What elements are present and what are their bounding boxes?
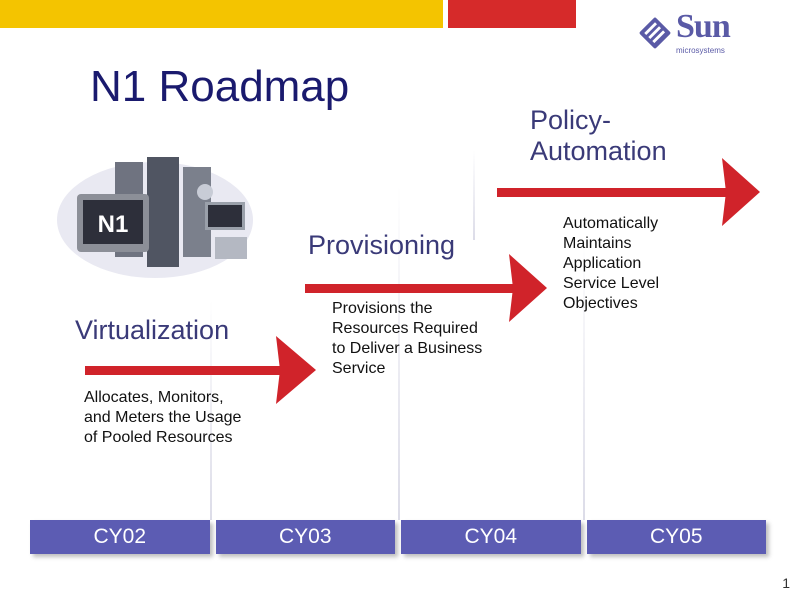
description-line: Allocates, Monitors, (84, 389, 224, 406)
timeline-year-cy03: CY03 (215, 520, 395, 554)
page-title: N1 Roadmap (90, 62, 350, 111)
description-line: of Pooled Resources (84, 429, 233, 446)
sun-logo-subtitle: microsystems (676, 46, 725, 55)
top-accent-bar-red (448, 0, 576, 28)
description-line: Maintains (563, 235, 632, 252)
top-accent-bar-yellow (0, 0, 443, 28)
stage-policy-description: Automatically Maintains Application Serv… (563, 214, 659, 314)
timeline-guide (210, 300, 212, 520)
stage-provisioning-label: Provisioning (308, 230, 456, 260)
description-line: Service Level (563, 275, 660, 292)
description-line: Automatically (563, 215, 659, 232)
arrow-policy-head (722, 158, 760, 226)
arrow-provisioning-head (509, 254, 547, 322)
arrow-policy-shaft (497, 188, 737, 197)
stage-provisioning-description: Provisions the Resources Required to Del… (332, 299, 482, 379)
sun-logo: Sun microsystems (636, 8, 746, 60)
timeline-year-cy02: CY02 (30, 520, 210, 554)
description-line: Objectives (563, 295, 638, 312)
description-line: Provisions the (332, 300, 433, 317)
arrow-provisioning-shaft (305, 284, 523, 293)
page-number: 1 (782, 575, 790, 591)
timeline-guide (583, 240, 585, 520)
description-line: Service (332, 360, 386, 377)
sun-logo-word: Sun (676, 8, 731, 45)
timeline-guide (473, 150, 475, 240)
description-line: and Meters the Usage (84, 409, 242, 426)
description-line: Application (563, 255, 642, 272)
n1-badge: N1 (98, 211, 129, 238)
timeline-year-cy05: CY05 (586, 520, 766, 554)
timeline-guide (398, 185, 400, 520)
timeline-bar: CY02 CY03 CY04 CY05 (30, 520, 766, 554)
stage-policy-line: Automation (530, 136, 667, 167)
stage-policy-automation-label: Policy- Automation (530, 105, 667, 167)
timeline-year-cy04: CY04 (401, 520, 581, 554)
stage-policy-line: Policy- (530, 105, 612, 135)
arrow-virtualization-shaft (85, 366, 290, 375)
arrow-virtualization-head (276, 336, 316, 404)
stage-virtualization-description: Allocates, Monitors, and Meters the Usag… (84, 388, 241, 448)
n1-servers-illustration: N1 (57, 157, 253, 278)
description-line: to Deliver a Business (332, 340, 483, 357)
stage-virtualization-label: Virtualization (75, 315, 230, 345)
sun-logo-mark-icon (639, 17, 671, 49)
description-line: Resources Required (332, 320, 478, 337)
